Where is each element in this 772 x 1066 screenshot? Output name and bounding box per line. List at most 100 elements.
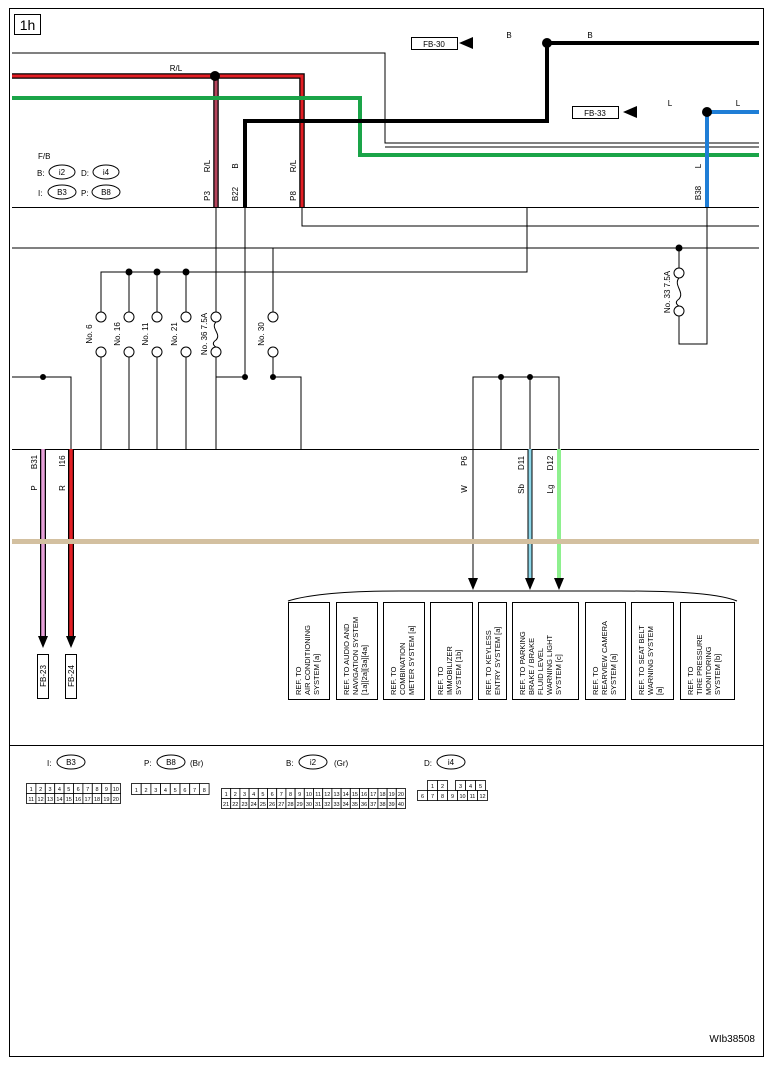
- reference-text-line: ENTRY SYSTEM [a]: [493, 627, 502, 696]
- connector-prefix: D:: [424, 759, 432, 768]
- connector-badge: [436, 754, 466, 770]
- connector-pin-number: 10: [306, 792, 312, 798]
- connector-pin: [198, 783, 210, 795]
- b22-color: B: [231, 163, 240, 168]
- fuse-elements: [212, 277, 682, 348]
- connector-pin-number: 25: [260, 802, 266, 808]
- reference-text-line: REF. TO: [591, 666, 600, 695]
- reference-text-line: REF. TO: [389, 666, 398, 695]
- connector-pin-number: 4: [469, 784, 472, 790]
- fb-legend-p-prefix: P:: [81, 189, 89, 198]
- i16-pin: I16: [58, 455, 67, 467]
- reference-text-line: FLUID LEVEL: [536, 648, 545, 695]
- wire-label-b-1: B: [506, 31, 511, 40]
- connector-prefix: B:: [286, 759, 294, 768]
- connector-pin-number: 3: [243, 792, 246, 798]
- junction-dots: [40, 38, 712, 380]
- connector-pin-number: 13: [333, 792, 339, 798]
- wire-color-labels: R/L B B L L: [170, 31, 741, 108]
- connector-pin-number: 10: [113, 787, 119, 793]
- wire-label-l-2: L: [736, 99, 741, 108]
- connector-pin-number: 1: [30, 787, 33, 793]
- reference-text-line: METER SYSTEM [a]: [407, 625, 416, 695]
- connector-pin-number: 2: [145, 788, 148, 794]
- reference-text-line: IMMOBILIZER: [445, 646, 454, 695]
- reference-box: [585, 602, 626, 700]
- connector-pin-number: 40: [398, 802, 404, 808]
- connector-pin-number: 15: [352, 792, 358, 798]
- arrow-heads: [38, 37, 637, 648]
- connector-pin-number: 18: [379, 792, 385, 798]
- wire-label-rl: R/L: [170, 64, 183, 73]
- connector-pin-number: 28: [287, 802, 293, 808]
- fuse-no30: No. 30: [257, 322, 266, 346]
- fuse-no36: No. 36 7.5A: [200, 312, 209, 355]
- destination-labels: FB-30 FB-33 FB-23 FB-24: [37, 37, 619, 699]
- connector-pin-number: 5: [261, 792, 264, 798]
- connector-pin-number: 12: [324, 792, 330, 798]
- connector-pin-number: 14: [56, 797, 62, 803]
- connector-pin-number: 19: [389, 792, 395, 798]
- connector-pin-number: 4: [58, 787, 61, 793]
- connector-pin-number: 3: [459, 784, 462, 790]
- b38-pin: B38: [694, 185, 703, 200]
- connector-pin-number: 17: [370, 792, 376, 798]
- connector-pin-number: 37: [370, 802, 376, 808]
- connector-pin-number: 27: [278, 802, 284, 808]
- dest-fb-30: FB-30: [423, 40, 445, 49]
- fb-legend-d-prefix: D:: [81, 169, 89, 178]
- reference-box: [336, 602, 378, 700]
- connector-pin-number: 8: [289, 792, 292, 798]
- page-frame: [9, 8, 764, 1057]
- fb-legend-b-prefix: B:: [37, 169, 45, 178]
- lower-pin-labels: B31 P I16 R P6 W D11 Sb D12 Lg: [30, 454, 555, 494]
- p3-pin: P3: [203, 191, 212, 201]
- page-label: 1h: [20, 17, 36, 33]
- b31-pin: B31: [30, 454, 39, 469]
- wire-label-l-1: L: [668, 99, 673, 108]
- connector-pin-number: 4: [252, 792, 255, 798]
- connector-pin-number: 22: [232, 802, 238, 808]
- connector-pin-number: 2: [234, 792, 237, 798]
- d11-color: Sb: [517, 484, 526, 494]
- connector-pin-number: 34: [343, 802, 349, 808]
- fb-legend-b-conn: i2: [59, 168, 66, 177]
- fuse-terminals: [95, 267, 685, 358]
- connector-pin-number: 36: [361, 802, 367, 808]
- p3-color: R/L: [203, 159, 212, 172]
- reference-box: [430, 602, 473, 700]
- connector-pin-number: 12: [479, 794, 485, 800]
- connector-pin-number: 6: [271, 792, 274, 798]
- connector-pin-number: 9: [298, 792, 301, 798]
- d12-pin: D12: [546, 455, 555, 470]
- connector-pin-number: 14: [343, 792, 349, 798]
- connector-pin-number: 6: [183, 788, 186, 794]
- thick-wires: [12, 41, 759, 640]
- connector-badge: [56, 754, 86, 770]
- connector-pin-number: 13: [47, 797, 53, 803]
- connector-name: B3: [66, 758, 76, 767]
- dest-fb-23: FB-23: [39, 665, 48, 687]
- connector-pin-number: 29: [297, 802, 303, 808]
- reference-text-line: REARVIEW CAMERA: [600, 621, 609, 695]
- connector-name: i2: [310, 758, 317, 767]
- fuse-no33: No. 33 7.5A: [663, 270, 672, 313]
- reference-text-line: REF. TO AUDIO AND: [342, 623, 351, 695]
- fb-legend-p-conn: B8: [101, 188, 111, 197]
- connector-pin-number: 7: [193, 788, 196, 794]
- reference-text-line: AIR CONDITIONING: [303, 625, 312, 695]
- reference-text-line: SYSTEM [a]: [609, 654, 618, 695]
- reference-text-line: SYSTEM [a]: [312, 654, 321, 695]
- b31-color: P: [30, 485, 39, 490]
- connector-pin-number: 8: [203, 788, 206, 794]
- reference-box: [631, 602, 674, 700]
- connector-pin-number: 1: [225, 792, 228, 798]
- connector-pin-number: 3: [48, 787, 51, 793]
- connector-color: (Br): [190, 759, 204, 768]
- fb-legend-i-conn: B3: [57, 188, 67, 197]
- connector-pin-number: 6: [421, 794, 424, 800]
- fuse-no11: No. 11: [141, 322, 150, 346]
- connector-badge: [156, 754, 186, 770]
